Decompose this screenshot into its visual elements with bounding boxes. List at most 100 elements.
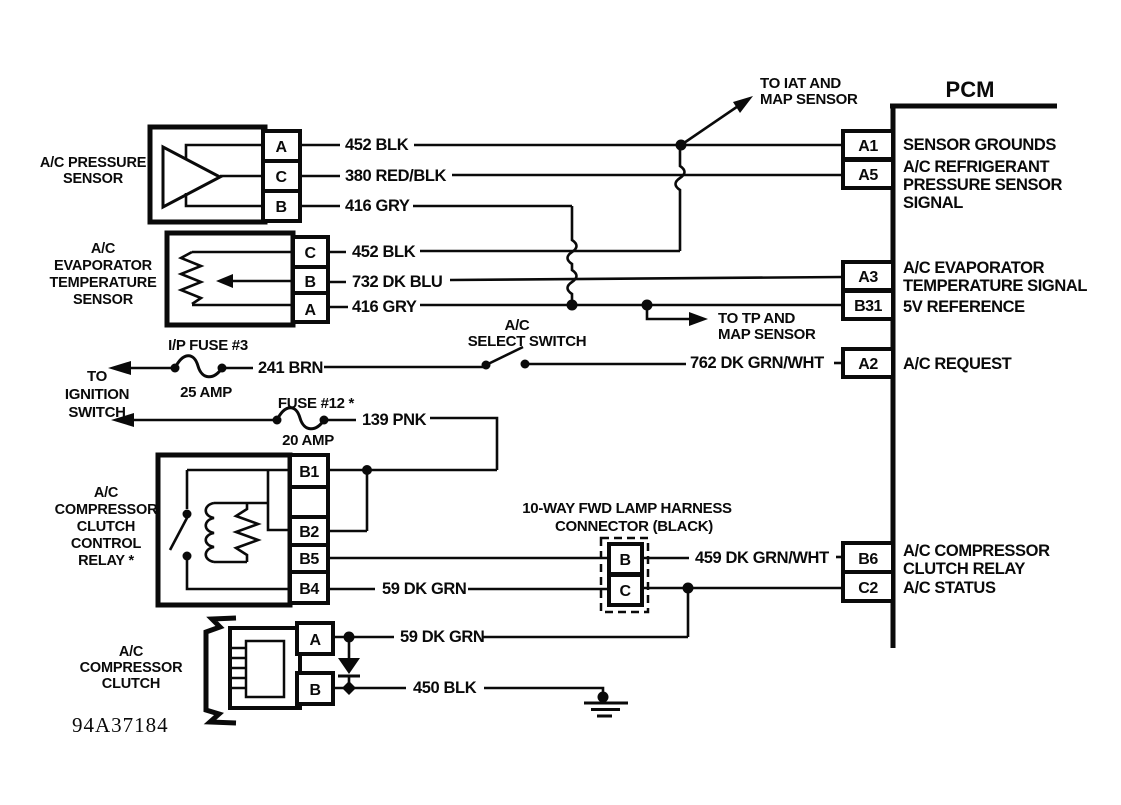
wire-label-450-blk: 450 BLK (413, 679, 477, 697)
relay-label-3: CLUTCH (77, 519, 135, 535)
pressure-sensor-internal-b (184, 193, 263, 208)
to-ignition-label-2: IGNITION (65, 386, 129, 403)
relay-coil-feed (266, 470, 290, 532)
clutch-label-2: COMPRESSOR (80, 660, 183, 676)
evap-pin-a-label: A (304, 302, 316, 319)
pcm-label-clutch-relay-2: CLUTCH RELAY (903, 560, 1025, 578)
pcm-label-refrigerant-3: SIGNAL (903, 194, 963, 212)
pressure-sensor-label-1: A/C PRESSURE (40, 155, 147, 171)
evap-pin-c-label: C (304, 245, 316, 262)
harness-pin-c-label: C (619, 583, 631, 600)
fuse12-name-label: FUSE #12 * (278, 395, 355, 412)
evap-pin-b-label: B (304, 274, 315, 291)
evap-thermistor-symbol (177, 250, 205, 306)
clutch-diode (338, 658, 360, 674)
harness-connector-label-2: CONNECTOR (BLACK) (555, 518, 713, 535)
to-iat-label-2: MAP SENSOR (760, 91, 858, 108)
pcm-pin-a2-label: A2 (858, 356, 878, 373)
clutch-coil-teeth (232, 646, 246, 690)
clutch-label-1: A/C (119, 644, 144, 660)
wire-label-762-dk-grn-wht: 762 DK GRN/WHT (690, 354, 824, 372)
pcm-pin-c2 (841, 570, 895, 603)
harness-pin-b (607, 542, 644, 576)
pcm-title: PCM (946, 77, 995, 102)
clutch-pin-b-label: B (309, 682, 320, 699)
pressure-sensor-body (147, 124, 268, 225)
pcm-label-refrigerant-1: A/C REFRIGERANT (903, 158, 1049, 176)
relay-coil-winding (204, 501, 215, 564)
wire-732-dk-blu-seg2 (449, 275, 844, 282)
pressure-pin-c-label: C (275, 169, 287, 186)
pcm-label-evap-1: A/C EVAPORATOR (903, 259, 1045, 277)
fuse12-rating-label: 20 AMP (282, 432, 334, 449)
harness-pin-c (607, 573, 644, 607)
pcm-label-evap-2: TEMPERATURE SIGNAL (903, 277, 1087, 295)
wire-label-452-blk-pressure: 452 BLK (345, 136, 409, 154)
select-switch-label-1: A/C (505, 317, 530, 334)
evap-sensor-label-1: A/C (91, 241, 116, 257)
pcm-pin-c2-label: C2 (858, 580, 878, 597)
to-tp-label-1: TO TP AND (718, 310, 795, 327)
clutch-shell-outline (203, 615, 237, 726)
clutch-feed-circuit: FUSE #12 * 20 AMP 139 PNK (111, 395, 499, 470)
relay-pin-b5-label: B5 (299, 551, 319, 568)
junction-416-gry (566, 299, 578, 311)
wire-label-732-dk-blu: 732 DK BLU (352, 273, 442, 291)
clutch-pin-b (295, 671, 335, 706)
relay-pin-b2-label: B2 (299, 524, 319, 541)
pcm-label-sensor-grounds: SENSOR GROUNDS (903, 136, 1056, 154)
wire-416-gry-vertical-crossover (566, 206, 578, 305)
pressure-sensor-amplifier-symbol (161, 144, 224, 210)
wire-label-416-gry-evap: 416 GRY (352, 298, 417, 316)
wire-452-blk-vertical-crossover (674, 145, 686, 251)
pcm-pin-a5 (841, 158, 895, 190)
relay-label-2: COMPRESSOR (55, 502, 158, 518)
relay-pin-b4 (288, 570, 330, 605)
wire-label-452-blk-evap: 452 BLK (352, 243, 416, 261)
ac-request-circuit: TO IGNITION SWITCH I/P FUSE #3 25 AMP 24… (65, 317, 843, 421)
relay-internal-bottom (185, 560, 290, 591)
pcm-label-clutch-relay-1: A/C COMPRESSOR (903, 542, 1050, 560)
pcm-pin-a1-label: A1 (858, 138, 878, 155)
ground-symbol (584, 701, 628, 718)
wire-label-241-brn: 241 BRN (258, 359, 323, 377)
pressure-pin-a-label: A (275, 139, 287, 156)
fwd-lamp-harness-connector: 10-WAY FWD LAMP HARNESS CONNECTOR (BLACK… (522, 500, 843, 637)
ground-junction (597, 691, 609, 703)
to-iat-arrowhead (733, 96, 753, 113)
to-ignition-arrowhead-1 (108, 361, 131, 375)
pcm-pin-a5-label: A5 (858, 167, 878, 184)
to-ignition-label-1: TO (87, 368, 108, 385)
wire-label-459-dk-grn-wht: 459 DK GRN/WHT (695, 549, 829, 567)
pcm-pin-b6-label: B6 (858, 551, 878, 568)
evap-sensor-label-3: TEMPERATURE (49, 275, 157, 291)
pressure-pin-b-label: B (275, 199, 286, 216)
figure-id: 94A37184 (72, 713, 169, 737)
wire-b1-to-b2 (328, 470, 369, 533)
select-switch-label-2: SELECT SWITCH (468, 333, 587, 350)
pcm-label-ac-request: A/C REQUEST (903, 355, 1012, 373)
evap-internal-arrowhead (216, 274, 233, 288)
clutch-label-3: CLUTCH (102, 676, 160, 692)
wire-label-416-gry-pressure: 416 GRY (345, 197, 410, 215)
relay-label-5: RELAY * (78, 553, 134, 569)
relay-label-1: A/C (94, 485, 119, 501)
pcm-label-refrigerant-2: PRESSURE SENSOR (903, 176, 1063, 194)
harness-pin-b-label: B (619, 552, 630, 569)
wire-450-seg2 (484, 686, 605, 694)
pressure-sensor-label-2: SENSOR (63, 171, 124, 187)
to-iat-arrow-line (680, 98, 748, 147)
to-iat-label-1: TO IAT AND (760, 75, 841, 92)
pcm-label-5v-reference: 5V REFERENCE (903, 298, 1025, 316)
fuse3-name-label: I/P FUSE #3 (168, 337, 248, 354)
junction-clutch-a (343, 631, 355, 643)
to-tp-label-2: MAP SENSOR (718, 326, 816, 343)
pcm-pin-a3-label: A3 (858, 269, 878, 286)
wire-label-59-dk-grn-relay: 59 DK GRN (382, 580, 466, 598)
fuse3-rating-label: 25 AMP (180, 384, 232, 401)
evap-sensor-label-4: SENSOR (73, 292, 134, 308)
clutch-pin-a-label: A (309, 632, 321, 649)
relay-pin-blank (288, 485, 330, 519)
to-ignition-label-3: SWITCH (68, 404, 125, 421)
